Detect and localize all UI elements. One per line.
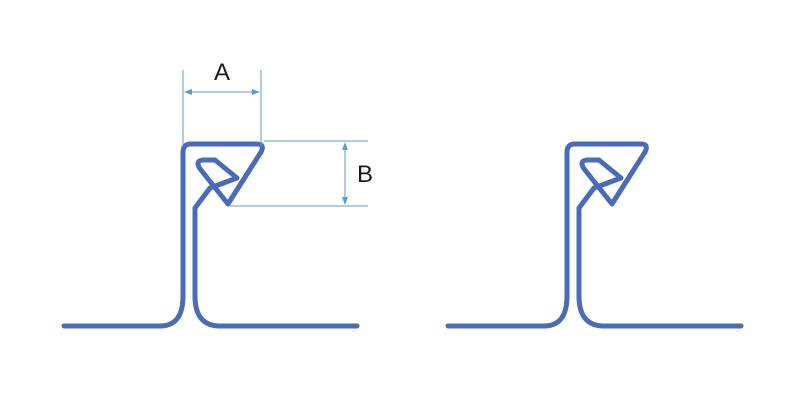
seam-profile-right <box>445 141 744 329</box>
dimension-a-arrow-left <box>184 89 192 95</box>
seam-profile-right-outline <box>445 141 744 329</box>
seam-profile-left <box>61 141 360 329</box>
dimension-a-arrow-right <box>252 89 260 95</box>
dimension-a-label: A <box>214 59 230 86</box>
dimension-b-label: B <box>357 161 373 188</box>
dimension-a: A <box>182 59 262 146</box>
seam-profile-left-outline <box>61 141 360 329</box>
dimension-b-arrow-bottom <box>342 197 348 205</box>
dimension-b: B <box>230 140 373 207</box>
dimension-b-arrow-top <box>342 142 348 150</box>
